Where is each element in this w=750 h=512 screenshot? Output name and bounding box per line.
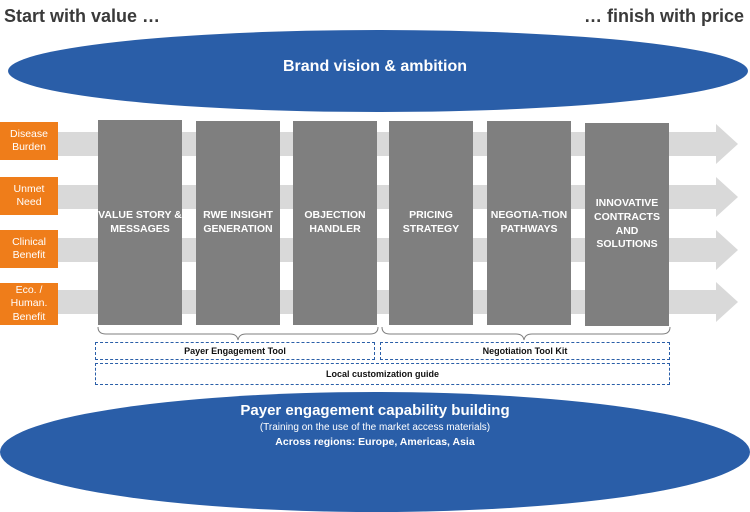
stage-value-story: VALUE STORY & MESSAGES (98, 120, 182, 325)
driver-disease-burden: Disease Burden (0, 122, 58, 160)
payer-engagement-tool: Payer Engagement Tool (95, 342, 375, 360)
local-customization-guide: Local customization guide (95, 363, 670, 385)
driver-unmet-need: Unmet Need (0, 177, 58, 215)
bottom-band-regions: Across regions: Europe, Americas, Asia (275, 436, 475, 448)
stage-objection-handler: OBJECTION HANDLER (293, 121, 377, 325)
bottom-band-subtitle: (Training on the use of the market acces… (259, 422, 491, 433)
brace-payer (97, 326, 379, 341)
grouping-braces (97, 326, 671, 341)
negotiation-tool-kit: Negotiation Tool Kit (380, 342, 670, 360)
driver-clinical-benefit: Clinical Benefit (0, 230, 58, 268)
top-band (8, 30, 748, 112)
driver-eco-human-benefit: Eco. / Human. Benefit (0, 283, 58, 325)
header-left: Start with value … (4, 6, 161, 26)
stage-pricing-strategy: PRICING STRATEGY (389, 121, 473, 325)
top-band-title: Brand vision & ambition (282, 58, 467, 75)
bottom-band-title: Payer engagement capability building (240, 402, 510, 419)
brace-negotiation (381, 326, 671, 341)
stage-negotiation-pathways: NEGOTIA-TION PATHWAYS (487, 121, 571, 325)
stage-rwe-insight: RWE INSIGHT GENERATION (196, 121, 280, 325)
stage-innovative-contracts: INNOVATIVE CONTRACTS AND SOLUTIONS (585, 123, 669, 326)
header-right: … finish with price (583, 6, 744, 26)
